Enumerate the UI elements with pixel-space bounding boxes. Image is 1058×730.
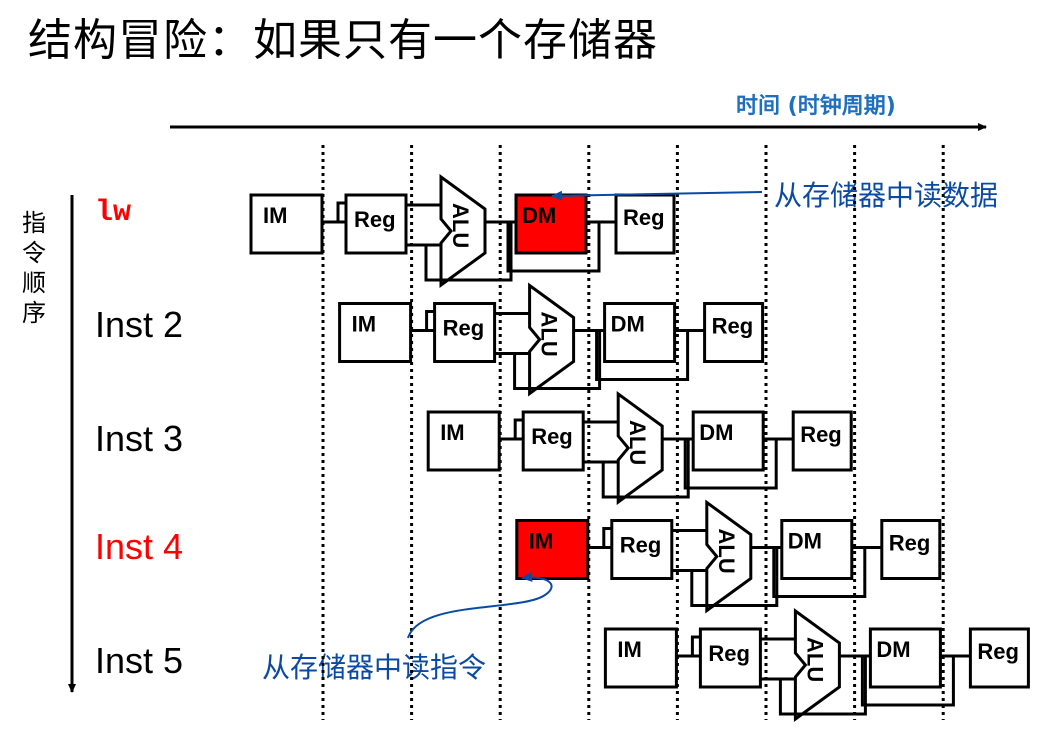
instruction-label-inst4: Inst 4 [95, 526, 184, 567]
connector-reg-alu [671, 529, 707, 572]
stage-im-box [338, 302, 413, 363]
instruction-label-inst2: Inst 2 [95, 304, 184, 345]
read-instruction-arrow [407, 571, 553, 639]
annotation-read-instruction: 从存储器中读指令 [262, 651, 487, 684]
annotation-read-data: 从存储器中读数据 [774, 179, 999, 212]
stage-im-label: IM [263, 203, 287, 228]
stage-dm-label: DM [522, 203, 556, 228]
dm-bypass-wire [772, 547, 867, 598]
order-label-char: 顺 [22, 269, 46, 297]
stage-dm-box [780, 519, 854, 580]
pipeline-row: IM Reg ALU DM Reg [338, 282, 765, 397]
stage-alu-label: ALU [802, 637, 827, 682]
instruction-label-lw: lw [95, 196, 132, 230]
stage-reg-write-box [614, 193, 676, 255]
stage-reg-read-label: Reg [443, 316, 485, 341]
stage-reg-write-label: Reg [889, 531, 931, 556]
alu-bypass-wire [424, 222, 513, 282]
alu-bypass-wire [690, 547, 779, 607]
connector-im-reg [676, 635, 701, 658]
alu-bypass-wire [778, 656, 867, 716]
stage-dm-label: DM [876, 637, 910, 662]
stage-reg-read-label: Reg [531, 424, 573, 449]
read-data-arrow [551, 190, 763, 201]
stage-reg-read-box [521, 410, 585, 472]
stage-reg-read-label: Reg [620, 533, 662, 558]
stage-im-label: IM [352, 312, 376, 337]
connector-reg-alu [494, 312, 530, 355]
alu-bypass-wire [601, 439, 690, 499]
stage-im-label: IM [440, 420, 464, 445]
stage-dm-label: DM [699, 420, 733, 445]
stage-reg-read-label: Reg [354, 207, 396, 232]
order-label-char: 指 [22, 209, 46, 237]
pipeline-row: IM Reg ALU DM Reg [249, 174, 676, 288]
stage-dm-box [514, 193, 588, 255]
slide-title: 结构冒险：如果只有一个存储器 [28, 15, 658, 66]
connector-reg-alu [406, 203, 441, 247]
stage-alu-label: ALU [625, 420, 650, 465]
connector-im-reg [322, 201, 346, 224]
stage-dm-box [868, 627, 942, 689]
stage-reg-read-label: Reg [708, 641, 750, 666]
stage-reg-write-label: Reg [977, 639, 1019, 664]
order-label-char: 令 [22, 239, 46, 267]
stage-reg-read-box [610, 519, 674, 580]
time-axis-label: 时间 (时钟周期) [736, 94, 896, 119]
stage-alu-shape [528, 282, 576, 397]
stage-dm-box [691, 410, 765, 472]
stage-alu-shape [793, 608, 841, 722]
stage-dm-label: DM [788, 529, 822, 554]
stage-im-box [249, 193, 324, 255]
pipeline-row: IM Reg ALU DM Reg [426, 391, 853, 505]
stage-im-label: IM [529, 529, 553, 554]
instruction-order-label: 指 令 顺 序 [22, 208, 52, 328]
dm-bypass-wire [595, 330, 690, 381]
dm-bypass-wire [860, 656, 955, 707]
dm-bypass-wire [506, 222, 601, 273]
stage-reg-write-box [968, 627, 1030, 689]
connector-reg-alu [760, 637, 796, 681]
stage-reg-read-box [344, 193, 408, 255]
stage-reg-write-box [791, 410, 853, 472]
stage-reg-write-label: Reg [623, 205, 665, 230]
pipeline-row: IM Reg ALU DM Reg [515, 499, 942, 614]
connector-im-reg [499, 418, 524, 441]
pipeline-row: IM Reg ALU DM Reg [603, 608, 1030, 722]
stage-reg-write-box [703, 302, 765, 363]
stage-alu-label: ALU [448, 203, 473, 248]
stage-reg-read-box [433, 302, 497, 363]
stage-dm-label: DM [611, 312, 645, 337]
stage-alu-label: ALU [714, 529, 739, 574]
stage-alu-shape [705, 499, 753, 614]
stage-reg-write-label: Reg [712, 314, 754, 339]
stage-im-box [603, 627, 678, 689]
stage-im-box [426, 410, 501, 472]
connector-im-reg [587, 527, 612, 549]
order-label-char: 序 [22, 299, 46, 327]
stage-dm-box [603, 302, 677, 363]
stage-reg-write-label: Reg [800, 422, 842, 447]
stage-reg-write-box [880, 519, 942, 580]
stage-alu-shape [616, 391, 664, 505]
dm-bypass-wire [683, 439, 778, 490]
connector-im-reg [410, 310, 435, 332]
stage-im-label: IM [617, 637, 641, 662]
stage-alu-label: ALU [537, 312, 562, 357]
stage-reg-read-box [698, 627, 762, 689]
connector-reg-alu [583, 420, 619, 464]
stage-alu-shape [439, 174, 487, 288]
alu-bypass-wire [513, 330, 602, 390]
instruction-label-inst5: Inst 5 [95, 640, 184, 681]
instruction-label-inst3: Inst 3 [95, 418, 184, 459]
stage-im-box [515, 519, 590, 580]
